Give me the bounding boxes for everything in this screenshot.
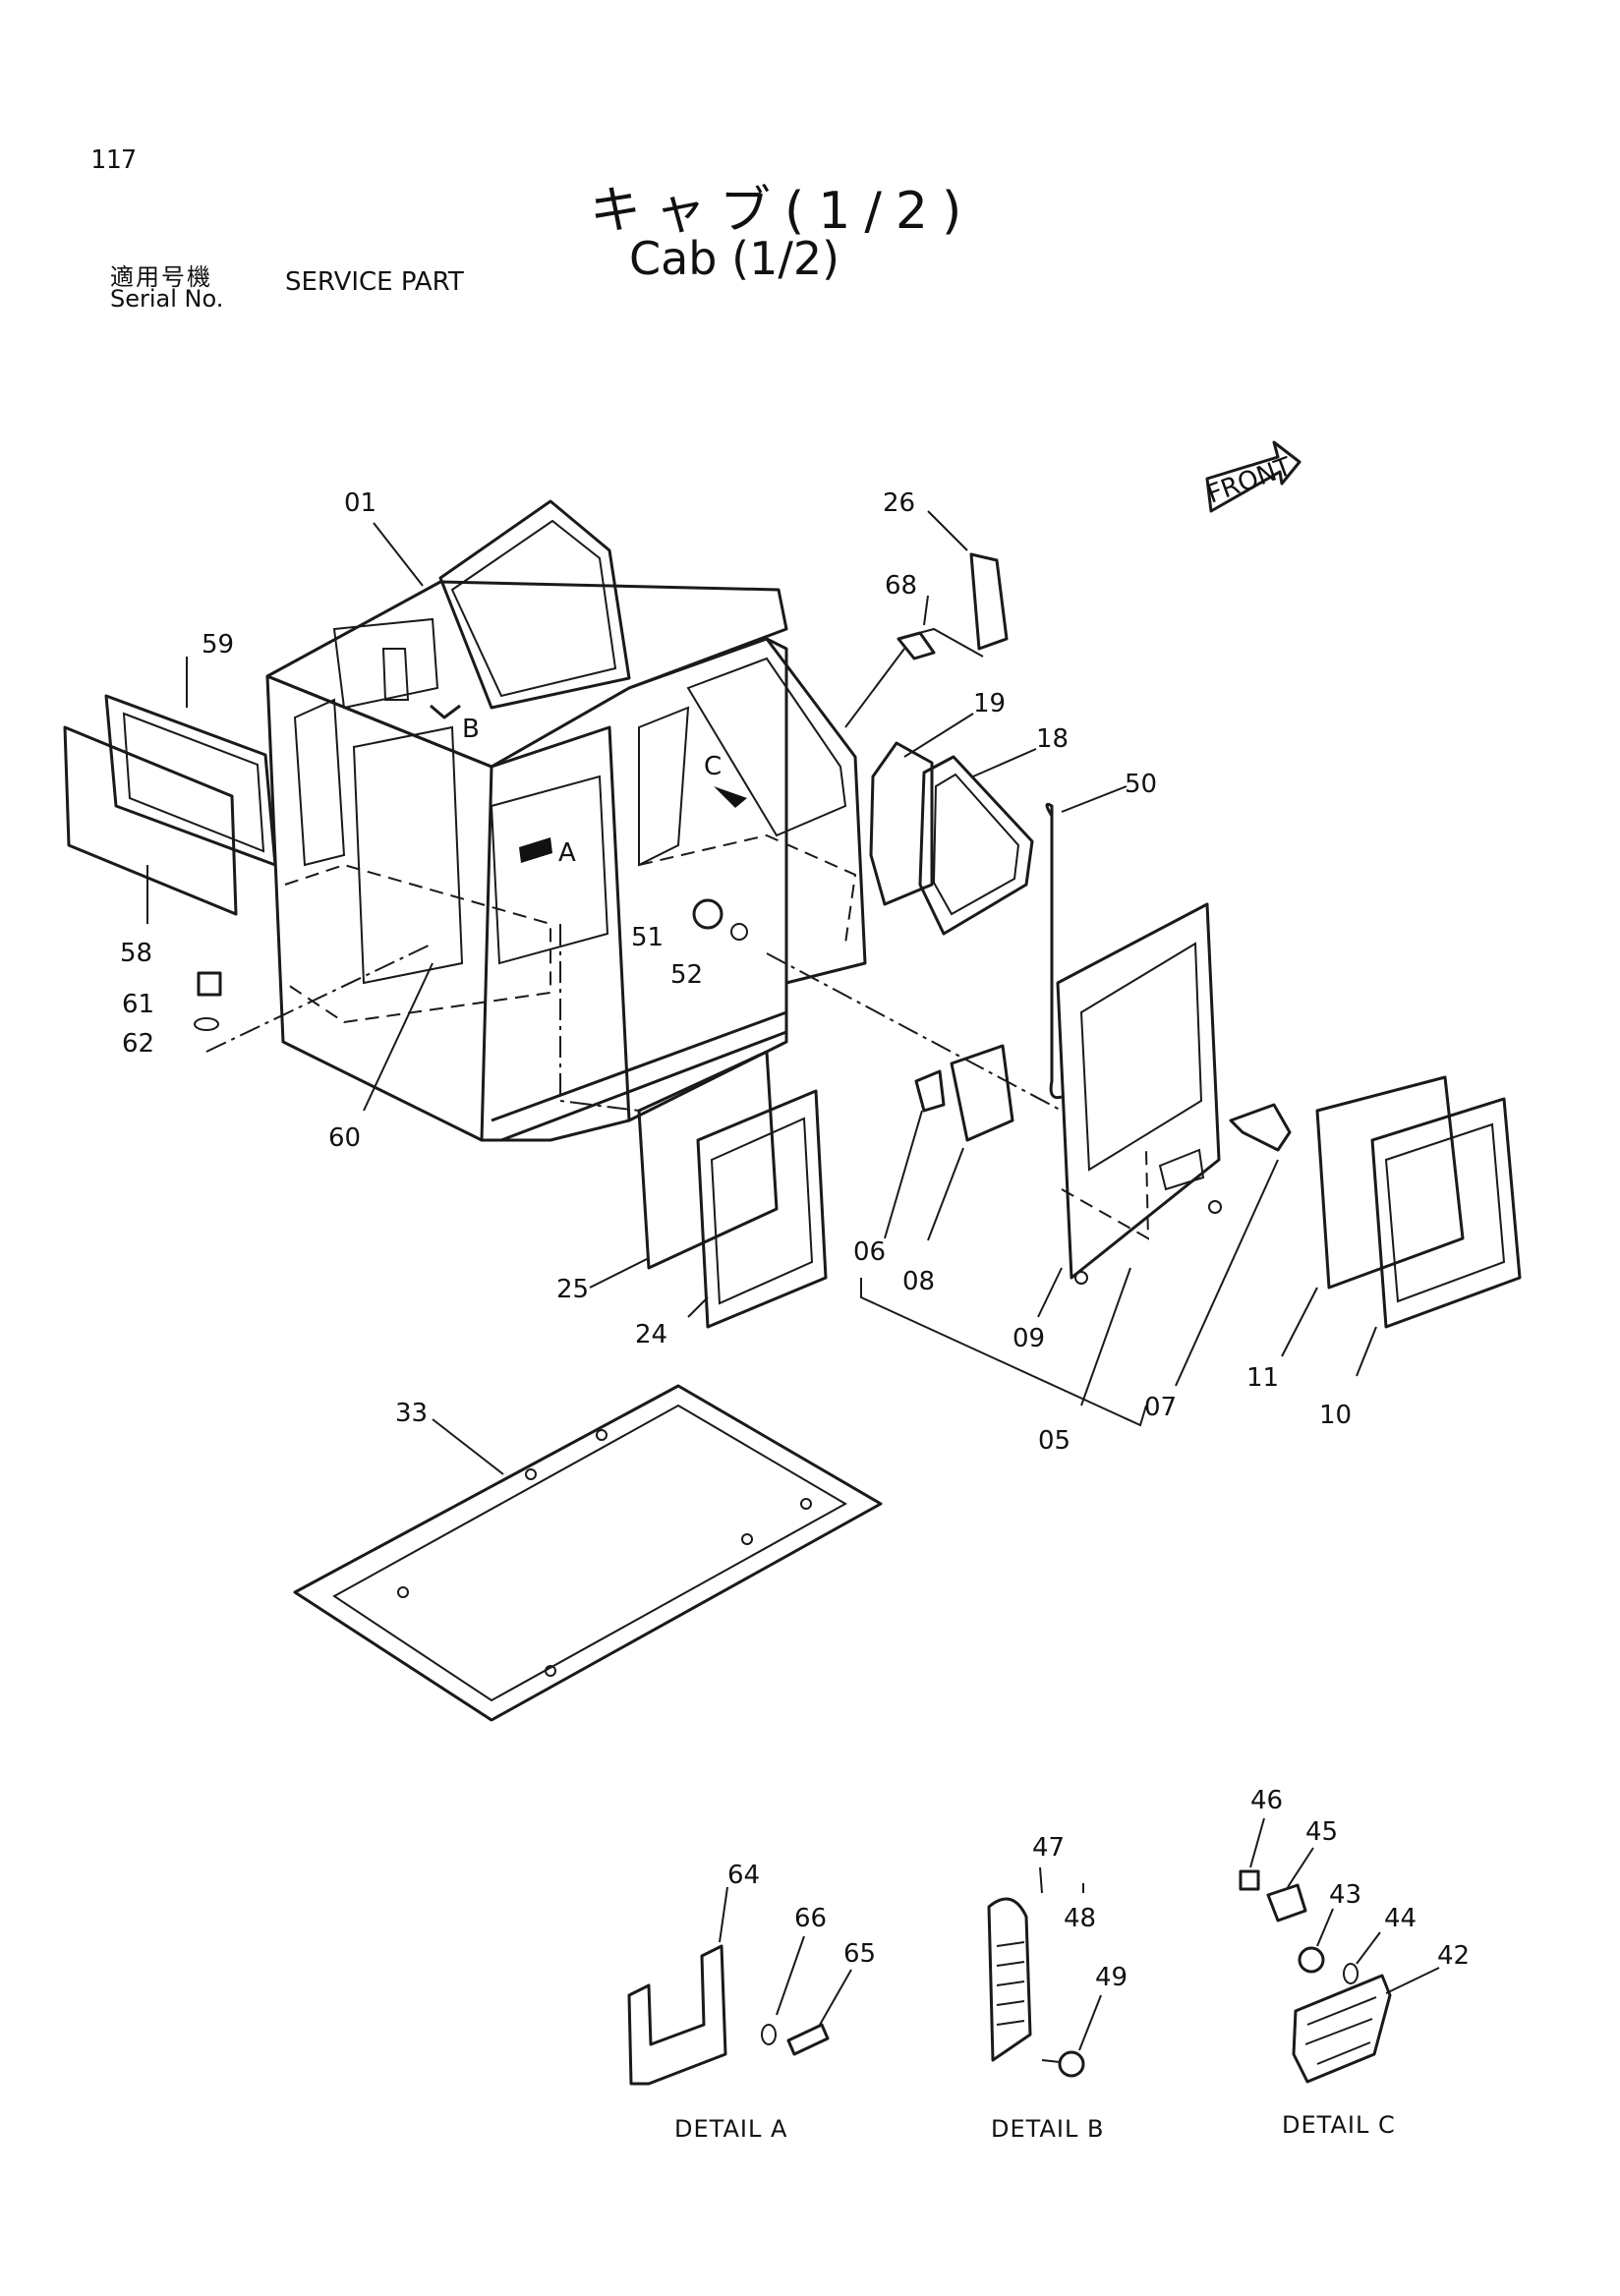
part-label-18: 18 (1036, 724, 1069, 754)
view-arrow-c-icon: C (704, 752, 747, 808)
cab-body: 01 (265, 488, 867, 1142)
detail-a-label: DETAIL A (674, 2115, 787, 2143)
part-label-68: 68 (885, 571, 917, 601)
front-arrow-icon: FRONT (1203, 440, 1302, 513)
part-label-43: 43 (1329, 1880, 1361, 1910)
windows-18-19: 19 18 (869, 689, 1069, 936)
part-label-48: 48 (1064, 1904, 1096, 1933)
part-label-10: 10 (1319, 1401, 1352, 1430)
part-label-07: 07 (1144, 1393, 1177, 1422)
detail-b-label: DETAIL B (991, 2115, 1104, 2143)
part-label-51: 51 (631, 923, 664, 952)
part-label-09: 09 (1012, 1324, 1045, 1353)
side-glass-58-59: 59 58 (63, 630, 277, 968)
serial-label-japanese: 適用号機 (110, 263, 212, 291)
front-marker-label: FRONT (1203, 452, 1296, 510)
part-label-08: 08 (902, 1267, 935, 1296)
detail-c: 46 45 43 44 42 DETAIL C (1239, 1786, 1470, 2139)
bolt-61-62: 61 62 (122, 943, 434, 1059)
view-marker-b: B (462, 715, 480, 744)
part-label-47: 47 (1032, 1833, 1065, 1863)
part-label-11: 11 (1246, 1363, 1279, 1393)
view-arrow-a-icon: A (519, 837, 576, 868)
title-english: Cab (1/2) (629, 232, 840, 285)
part-label-62: 62 (122, 1029, 154, 1059)
part-label-66: 66 (794, 1904, 827, 1933)
part-label-45: 45 (1305, 1817, 1338, 1847)
latch-assembly: 06 08 09 07 05 (853, 1044, 1292, 1456)
part-label-52: 52 (670, 960, 703, 990)
bolt-51-52: 51 52 (631, 898, 748, 990)
part-label-25: 25 (556, 1275, 589, 1304)
part-label-44: 44 (1384, 1904, 1417, 1933)
part-label-06: 06 (853, 1237, 886, 1267)
part-label-01: 01 (344, 488, 376, 518)
part-label-49: 49 (1095, 1963, 1128, 1992)
serial-label-english: Serial No. (110, 285, 224, 313)
part-label-60: 60 (328, 1123, 361, 1153)
part-label-61: 61 (122, 990, 154, 1019)
part-label-19: 19 (973, 689, 1006, 718)
service-part-label: SERVICE PART (285, 267, 464, 297)
part-label-33: 33 (395, 1399, 428, 1428)
part-label-26: 26 (883, 488, 915, 518)
seal-50: 50 (1045, 770, 1157, 1100)
windows-10-11: 11 10 (1246, 1075, 1522, 1430)
part-label-42: 42 (1437, 1941, 1470, 1971)
door-05 (766, 902, 1222, 1285)
part-label-50: 50 (1125, 770, 1157, 799)
part-label-46: 46 (1250, 1786, 1283, 1815)
part-label-24: 24 (635, 1320, 667, 1349)
window-24-25: 25 24 (556, 924, 828, 1349)
part-label-58: 58 (120, 939, 152, 968)
page-number: 117 (90, 145, 137, 175)
detail-c-label: DETAIL C (1282, 2111, 1396, 2139)
mirror-26-68: 26 68 (844, 488, 1009, 728)
part-label-64: 64 (727, 1861, 760, 1890)
part-label-05: 05 (1038, 1426, 1070, 1456)
detail-b: 47 48 49 DETAIL B (987, 1833, 1128, 2143)
part-label-59: 59 (202, 630, 234, 660)
part-60: 60 (328, 962, 434, 1153)
floor-frame-33: 33 (293, 1384, 883, 1722)
view-arrow-b-icon: B (430, 704, 480, 744)
part-label-65: 65 (843, 1939, 876, 1969)
title-japanese: キャブ(1/2) (590, 182, 976, 241)
view-marker-c: C (704, 752, 722, 781)
view-marker-a: A (558, 838, 576, 868)
detail-a: 64 66 65 DETAIL A (627, 1861, 876, 2143)
